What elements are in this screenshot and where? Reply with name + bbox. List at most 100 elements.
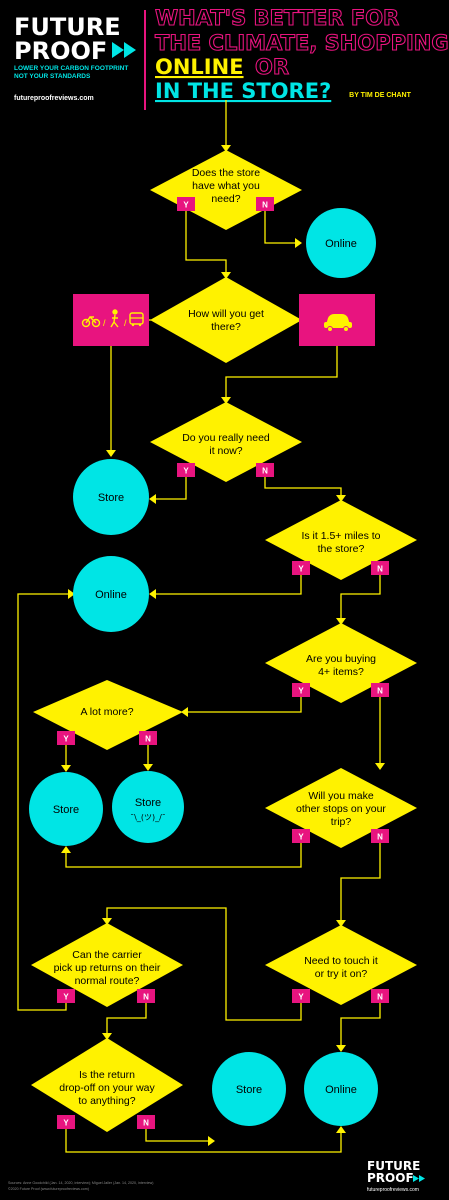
no-tag[interactable]: N	[137, 989, 155, 1003]
question-text: drop-off on your way	[59, 1082, 155, 1094]
arrow-head-icon	[68, 589, 75, 599]
no-tag[interactable]: N	[256, 197, 274, 211]
decision-q2[interactable]: How will you get there?	[150, 277, 302, 363]
outcome-store-3[interactable]: Store	[212, 1052, 286, 1126]
connector	[65, 843, 302, 868]
decision-q1[interactable]: Does the store have what you need?	[150, 150, 302, 230]
connector	[264, 210, 300, 244]
yes-tag[interactable]: Y	[292, 683, 310, 697]
title-online-highlight: ONLINE	[155, 55, 244, 79]
outcome-store-2[interactable]: Store	[29, 772, 103, 846]
svg-text:Y: Y	[298, 565, 304, 574]
no-tag[interactable]: N	[256, 463, 274, 477]
no-tag[interactable]: N	[371, 683, 389, 697]
connector	[151, 575, 302, 595]
svg-text:Y: Y	[298, 993, 304, 1002]
outcome-circle	[304, 1052, 378, 1126]
decision-q10[interactable]: Is the return drop-off on your way to an…	[31, 1038, 183, 1132]
outcome-store-shrug[interactable]: Store ¯\_(ツ)_/¯	[112, 771, 184, 843]
arrow-head-icon	[149, 494, 156, 504]
arrow-head-icon	[336, 1045, 346, 1052]
question-text: A lot more?	[80, 706, 133, 718]
svg-text:N: N	[377, 687, 383, 696]
logo-word-proof: PROOF	[14, 37, 107, 65]
connector-lines	[17, 100, 381, 1153]
outcome-store-1[interactable]: Store	[73, 459, 149, 535]
question-text: other stops on your	[296, 803, 386, 815]
connector	[183, 697, 302, 713]
no-tag[interactable]: N	[371, 989, 389, 1003]
connector	[340, 1003, 381, 1050]
yes-tag[interactable]: Y	[292, 561, 310, 575]
outcome-online-3[interactable]: Online	[304, 1052, 378, 1126]
no-tag[interactable]: N	[137, 1115, 155, 1129]
yes-tag[interactable]: Y	[57, 731, 75, 745]
question-text: pick up returns on their	[54, 962, 161, 974]
brand-tagline: NOT YOUR STANDARDS	[14, 73, 91, 80]
walk-icon	[110, 309, 119, 328]
no-tag[interactable]: N	[371, 561, 389, 575]
svg-text:Y: Y	[63, 993, 69, 1002]
decision-q3[interactable]: Do you really need it now?	[150, 402, 302, 482]
page-title: WHAT'S BETTER FOR THE CLIMATE, SHOPPING …	[154, 5, 449, 103]
decision-q9[interactable]: Need to touch it or try it on?	[265, 925, 417, 1005]
arrow-head-icon	[375, 763, 385, 770]
arrow-head-icon	[336, 495, 346, 502]
outcome-circle	[29, 772, 103, 846]
decision-q6[interactable]: A lot more?	[33, 680, 183, 750]
arrow-head-icon	[106, 450, 116, 457]
yes-tag[interactable]: Y	[292, 989, 310, 1003]
outcome-label: Online	[325, 238, 357, 250]
brand-logo: FUTURE PROOF LOWER YOUR CARBON FOOTPRINT…	[14, 13, 136, 102]
yes-tag[interactable]: Y	[177, 197, 195, 211]
slash-separator: /	[103, 318, 106, 328]
byline: BY TIM DE CHANT	[349, 92, 411, 99]
transport-option-active[interactable]: / /	[73, 294, 149, 346]
svg-text:Y: Y	[298, 833, 304, 842]
outcome-label: Store	[236, 1084, 262, 1096]
outcome-online-2[interactable]: Online	[73, 556, 149, 632]
no-tag[interactable]: N	[139, 731, 157, 745]
title-line-2: THE CLIMATE, SHOPPING	[155, 31, 449, 55]
yes-tag[interactable]: Y	[292, 829, 310, 843]
decision-q4[interactable]: Is it 1.5+ miles to the store?	[265, 500, 417, 580]
yes-tag[interactable]: Y	[57, 1115, 75, 1129]
outcome-circle	[212, 1052, 286, 1126]
question-text: or try it on?	[315, 968, 368, 980]
svg-text:N: N	[377, 993, 383, 1002]
connector	[225, 346, 338, 402]
svg-text:Y: Y	[183, 201, 189, 210]
connector	[340, 575, 381, 623]
question-text: Is the return	[79, 1069, 135, 1081]
decision-q7[interactable]: Will you make other stops on your trip?	[265, 768, 417, 848]
no-tag[interactable]: N	[371, 829, 389, 843]
footer-logo: FUTURE PROOF futureproofreviews.com	[367, 1159, 425, 1193]
question-text: 4+ items?	[318, 666, 364, 678]
car-icon	[324, 314, 352, 332]
question-text: Will you make	[308, 790, 374, 802]
footer-url[interactable]: futureproofreviews.com	[367, 1187, 419, 1193]
shrug-emoticon: ¯\_(ツ)_/¯	[130, 813, 166, 822]
svg-text:Y: Y	[183, 467, 189, 476]
outcome-label: Store	[135, 797, 161, 809]
svg-text:N: N	[377, 833, 383, 842]
question-text: Can the carrier	[72, 949, 142, 961]
transport-option-car[interactable]	[299, 294, 375, 346]
svg-text:N: N	[262, 201, 268, 210]
outcome-circle	[306, 208, 376, 278]
decision-diamond	[265, 768, 417, 848]
outcome-online-1[interactable]: Online	[306, 208, 376, 278]
decision-q8[interactable]: Can the carrier pick up returns on their…	[31, 923, 183, 1007]
svg-text:Y: Y	[298, 687, 304, 696]
connector	[65, 1128, 342, 1153]
decision-q5[interactable]: Are you buying 4+ items?	[265, 623, 417, 703]
yes-tag[interactable]: Y	[57, 989, 75, 1003]
decision-diamond	[33, 680, 183, 750]
arrow-head-icon	[102, 918, 112, 925]
arrow-head-icon	[336, 618, 346, 625]
connector	[17, 593, 73, 1011]
brand-url[interactable]: futureproofreviews.com	[14, 95, 94, 102]
yes-tag[interactable]: Y	[177, 463, 195, 477]
arrow-head-icon	[143, 764, 153, 771]
